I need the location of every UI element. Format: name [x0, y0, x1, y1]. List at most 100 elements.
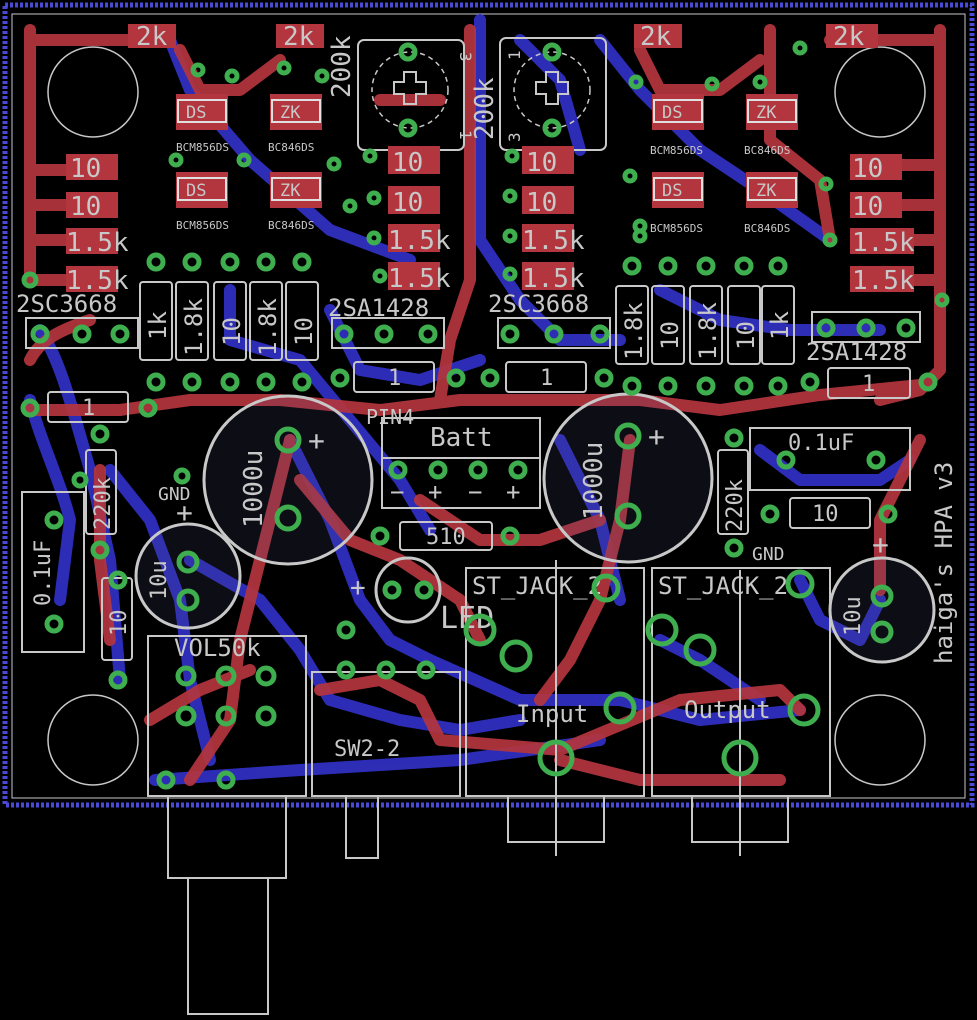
cap-label: 1000u [239, 450, 269, 528]
resistor-label: 10 [392, 148, 423, 178]
battery-pin: − [468, 478, 482, 506]
chip-mark: ZK [756, 103, 777, 123]
resistor-2k-label: 2k [136, 22, 168, 52]
resistor-label: 10 [526, 148, 557, 178]
transistor-label: 2SC3668 [16, 290, 117, 318]
resistor-label: 1.5k [388, 226, 451, 256]
transistor-label: 2SA1428 [806, 338, 907, 366]
resistor-label: 10 [732, 321, 760, 350]
resistor-label: 1 [388, 366, 401, 391]
led-plus: + [350, 573, 366, 603]
resistor-510: 510 [399, 521, 493, 551]
resistor-label: 1 [862, 372, 875, 397]
board-title: haiga's HPA v3 [930, 462, 958, 664]
resistor-label: 1k [144, 311, 172, 340]
resistor-label: 10 [852, 192, 883, 222]
transistor-label: 2SA1428 [328, 294, 429, 322]
resistor-label: 1.5k [522, 264, 585, 294]
transistor-arrays: DS ZK DS ZK DS ZK DS ZK BCM856DS BC846DS… [176, 94, 798, 235]
resistor-label: 10 [70, 192, 101, 222]
capacitors-01uf: 0.1uF 0.1uF [21, 427, 911, 653]
resistor-label: 1.5k [522, 226, 585, 256]
chip-mark: DS [662, 181, 682, 201]
gnd-labels: GND GND [158, 484, 785, 565]
chip-mark: ZK [756, 181, 777, 201]
resistor-label: 1.8k [254, 298, 282, 356]
chip-part: BCM856DS [176, 219, 229, 232]
trimpot-pin: 1 [505, 50, 524, 60]
trimpot-pin: 3 [456, 52, 475, 62]
volume-label: VOL50k [174, 634, 261, 662]
gnd-label: GND [158, 484, 191, 505]
chip-mark: ZK [280, 103, 301, 123]
top-copper-traces [24, 24, 946, 786]
battery-connector: PIN4 Batt − + − + [366, 405, 541, 509]
power-transistors: 2SC3668 2SA1428 2SC3668 2SA1428 [16, 290, 921, 366]
resistor-label: 1 [540, 366, 553, 391]
jack-input-label: Input [516, 700, 588, 728]
pin-header-label: PIN4 [366, 405, 414, 429]
trimpot-label: 200k [327, 35, 357, 98]
resistors-220k: 220k 220k [85, 449, 749, 535]
switch: SW2-2 [311, 671, 461, 859]
resistor-label: 10 [526, 188, 557, 218]
chip-part: BC846DS [268, 141, 314, 154]
resistor-label: 10 [290, 317, 318, 346]
mounting-hole-bottom-left [47, 694, 139, 786]
battery-pin: + [506, 478, 520, 506]
stereo-jacks: ST_JACK_2 ST_JACK_2 Input Output [465, 560, 831, 856]
resistor-label: 1.8k [620, 302, 648, 360]
chip-mark: ZK [280, 181, 301, 201]
cap-plus: + [648, 420, 665, 453]
battery-label: Batt [430, 423, 493, 453]
cap-label: 0.1uF [31, 540, 56, 606]
cap-plus: + [176, 496, 193, 529]
resistor-label: 1.5k [852, 266, 915, 296]
resistor-label: 1.5k [66, 228, 129, 258]
resistor-label: 1k [766, 311, 794, 340]
resistor-label: 10 [218, 317, 246, 346]
vertical-resistors-right: 1.8k 10 1.8k 10 1k [615, 285, 795, 365]
resistor-label: 1 [82, 396, 95, 421]
cap-label: 10u [147, 560, 172, 600]
trimpot-label: 200k [470, 77, 500, 140]
chip-part: BCM856DS [650, 222, 703, 235]
resistor-label: 10 [70, 154, 101, 184]
resistors-10: 10 10 [101, 497, 871, 661]
resistor-label: 10 [812, 502, 839, 527]
resistor-label: 1.5k [388, 264, 451, 294]
svg-text:510: 510 [426, 525, 466, 550]
chip-mark: DS [186, 181, 206, 201]
volume-pot: VOL50k [147, 634, 307, 1015]
chip-part: BC846DS [744, 222, 790, 235]
chip-part: BCM856DS [650, 144, 703, 157]
mounting-hole-top-left [47, 46, 139, 138]
resistor-label: 10 [656, 321, 684, 350]
board-edge [11, 13, 966, 799]
resistor-label: 220k [91, 477, 116, 530]
resistor-label: 1.8k [694, 302, 722, 360]
jack-label: ST_JACK_2 [658, 572, 788, 600]
cap-label: 10u [841, 596, 866, 636]
resistor-label: 220k [723, 479, 748, 532]
capacitors-1000u: 1000u 1000u + + [202, 392, 714, 566]
chip-mark: DS [662, 103, 682, 123]
vertical-resistors-left: 1k 1.8k 10 1.8k 10 [139, 281, 319, 361]
resistor-2k-label: 2k [640, 22, 672, 52]
resistor-label: 1.8k [180, 298, 208, 356]
resistor-2k-label: 2k [833, 22, 865, 52]
resistor-label: 10 [392, 188, 423, 218]
pads [20, 40, 950, 790]
chip-part: BC846DS [744, 144, 790, 157]
cap-plus: + [872, 528, 889, 561]
transistor-label: 2SC3668 [488, 290, 589, 318]
jack-output-label: Output [684, 696, 771, 724]
jack-label: ST_JACK_2 [472, 572, 602, 600]
smd-resistors: 10 10 1.5k 1.5k 10 10 1.5k 1.5k 10 10 1.… [66, 146, 915, 296]
resistor-label: 10 [852, 154, 883, 184]
cap-label: 0.1uF [788, 431, 854, 456]
battery-pin: − [390, 478, 404, 506]
capacitors-10u: 10u 10u + + [134, 496, 936, 664]
one-ohm-resistors: 1 1 1 1 [47, 361, 911, 423]
